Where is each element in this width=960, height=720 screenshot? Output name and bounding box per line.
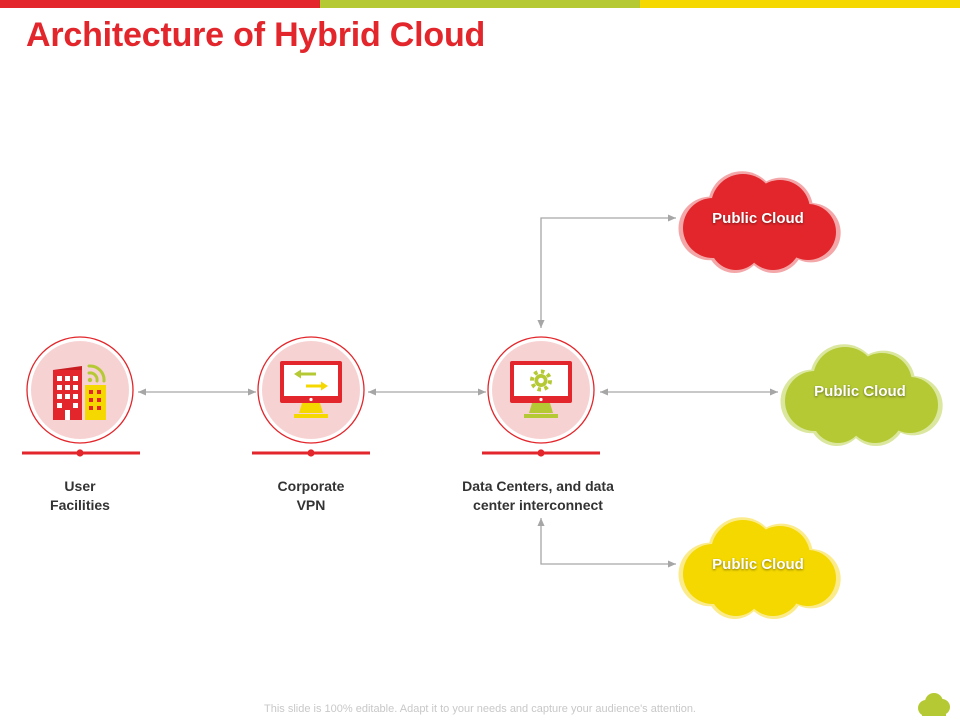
monitor-gear-icon bbox=[510, 361, 572, 418]
top-bar-red bbox=[0, 0, 320, 8]
node-label-line2: center interconnect bbox=[473, 497, 603, 513]
node-label-user-facilities: User Facilities bbox=[0, 477, 180, 515]
node-user-facilities bbox=[22, 336, 140, 457]
node-label-line1: User bbox=[64, 478, 96, 494]
top-bar-yellow bbox=[640, 0, 960, 8]
node-corporate-vpn bbox=[252, 336, 370, 457]
connector-datacenter-yellow-cloud bbox=[537, 518, 676, 568]
node-label-line1: Data Centers, and data bbox=[462, 478, 614, 494]
cloud-logo-icon bbox=[918, 693, 950, 716]
node-baseline-dot bbox=[307, 449, 315, 457]
slide-title: Architecture of Hybrid Cloud bbox=[26, 16, 486, 54]
node-baseline-dot bbox=[76, 449, 84, 457]
footer-note: This slide is 100% editable. Adapt it to… bbox=[264, 703, 696, 715]
top-color-bar bbox=[0, 0, 960, 8]
connector-datacenter-red-cloud bbox=[537, 214, 676, 328]
cloud-label-yellow: Public Cloud bbox=[712, 556, 804, 573]
cloud-label-green: Public Cloud bbox=[814, 383, 906, 400]
node-label-data-centers: Data Centers, and data center interconne… bbox=[438, 477, 638, 515]
node-label-line2: Facilities bbox=[50, 497, 110, 513]
top-bar-green bbox=[320, 0, 640, 8]
node-label-corporate-vpn: Corporate VPN bbox=[211, 477, 411, 515]
cloud-label-red: Public Cloud bbox=[712, 210, 804, 227]
building-wifi-icon bbox=[53, 364, 106, 420]
node-label-line1: Corporate bbox=[277, 478, 345, 494]
node-baseline-dot bbox=[537, 449, 545, 457]
node-label-line2: VPN bbox=[296, 497, 326, 513]
monitor-transfer-icon bbox=[280, 361, 342, 418]
node-data-centers bbox=[482, 336, 600, 457]
